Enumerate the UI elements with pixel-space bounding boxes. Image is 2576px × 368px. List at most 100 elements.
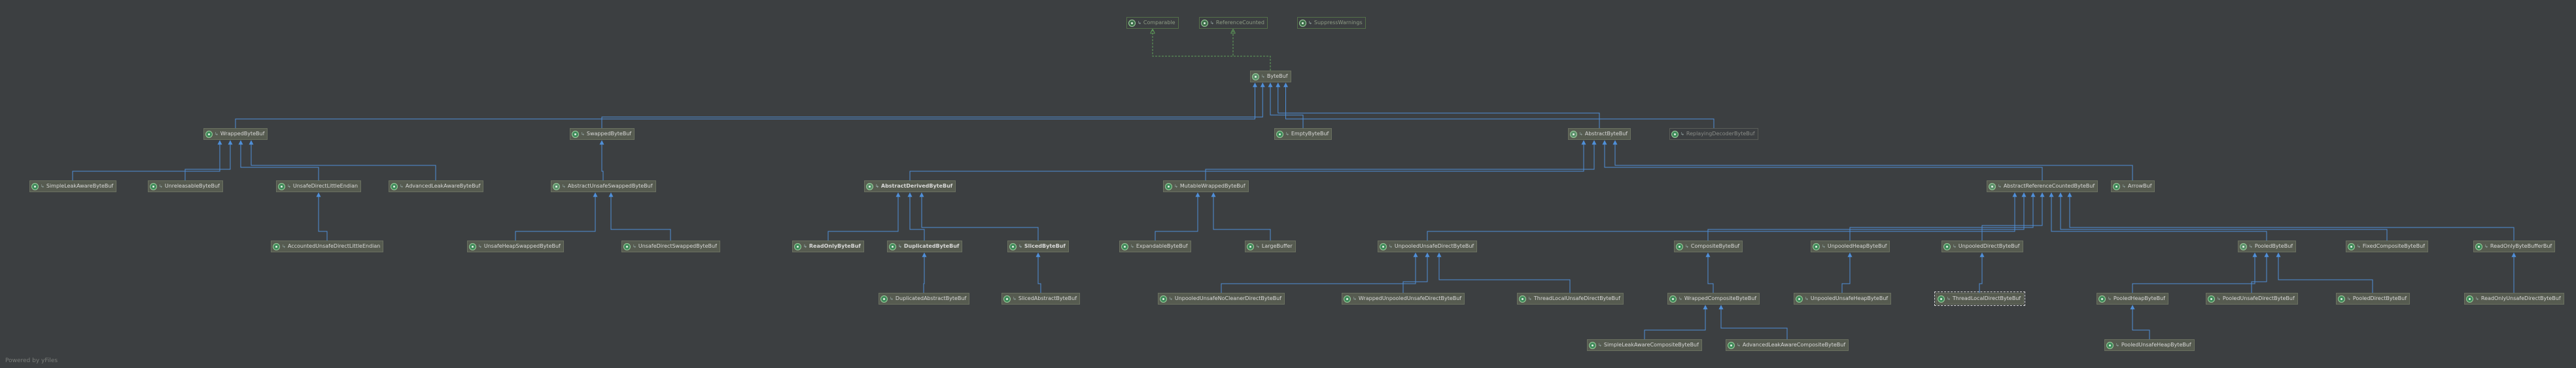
- class-icon: [1589, 341, 1596, 349]
- class-icon: [2475, 243, 2482, 250]
- link-icon: ↳: [2484, 244, 2488, 249]
- abstract-class-icon: [866, 182, 873, 190]
- node-label: Comparable: [1143, 20, 1175, 25]
- edge-pooledunsafedirect-to-pooled: [2251, 252, 2269, 293]
- node-pooledunsafeheap[interactable]: ↳PooledUnsafeHeapByteBuf: [2104, 339, 2195, 351]
- class-icon: [278, 182, 285, 190]
- class-icon: [1003, 295, 1011, 303]
- node-label: SimpleLeakAwareCompositeByteBuf: [1603, 342, 1699, 348]
- node-label: PooledUnsafeHeapByteBuf: [2121, 342, 2191, 348]
- link-icon: ↳: [2115, 343, 2119, 348]
- edge-swapped-to-bytebuf: [601, 82, 1265, 128]
- edge-sliced-to-abstractderived: [919, 192, 1039, 241]
- node-unsafedirectswapped[interactable]: ↳UnsafeDirectSwappedByteBuf: [621, 241, 720, 252]
- node-threadlocalunsafe[interactable]: ↳ThreadLocalUnsafeDirectByteBuf: [1517, 293, 1624, 305]
- link-icon: ↳: [2347, 296, 2351, 301]
- edge-unpooledunsafedirect-to-abstractrefcounted: [1427, 192, 2017, 241]
- node-label: WrappedCompositeByteBuf: [1684, 295, 1757, 301]
- node-unpoolednocleaner[interactable]: ↳UnpooledUnsafeNoCleanerDirectByteBuf: [1158, 293, 1285, 305]
- link-icon: ↳: [215, 131, 218, 137]
- node-pooledunsafedirect[interactable]: ↳PooledUnsafeDirectByteBuf: [2206, 293, 2298, 305]
- node-abstractrefcounted[interactable]: ↳AbstractReferenceCountedByteBuf: [1987, 180, 2098, 192]
- node-advancedleakcomposite[interactable]: ↳AdvancedLeakAwareCompositeByteBuf: [1726, 339, 1849, 351]
- class-icon: [880, 295, 888, 303]
- link-icon: ↳: [1685, 244, 1689, 249]
- node-dupabstract[interactable]: ↳DuplicatedAbstractByteBuf: [879, 293, 970, 305]
- node-pooleddirect[interactable]: ↳PooledDirectByteBuf: [2336, 293, 2411, 305]
- node-label: FixedCompositeByteBuf: [2362, 243, 2425, 249]
- node-unpooledheap[interactable]: ↳UnpooledHeapByteBuf: [1811, 241, 1890, 252]
- node-pooled[interactable]: ↳PooledByteBuf: [2238, 241, 2297, 252]
- node-largebuffer[interactable]: ↳LargeBuffer: [1245, 241, 1296, 252]
- node-unpooledunsafeheap[interactable]: ↳UnpooledUnsafeHeapByteBuf: [1794, 293, 1892, 305]
- node-composite[interactable]: ↳CompositeByteBuf: [1674, 241, 1743, 252]
- link-icon: ↳: [1261, 74, 1265, 79]
- node-sliced[interactable]: ↳SlicedByteBuf: [1007, 241, 1069, 252]
- node-bytebuf[interactable]: ↳ByteBuf: [1250, 71, 1291, 82]
- edge-readonly-to-abstractderived: [827, 192, 901, 241]
- node-refcounted[interactable]: ↳ReferenceCounted: [1199, 17, 1268, 29]
- link-icon: ↳: [1013, 296, 1017, 301]
- node-expandable[interactable]: ↳ExpandableByteBuf: [1119, 241, 1191, 252]
- node-pooledheap[interactable]: ↳PooledHeapByteBuf: [2097, 293, 2168, 305]
- node-label: EmptyByteBuf: [1291, 131, 1329, 137]
- node-label: UnpooledHeapByteBuf: [1827, 243, 1887, 249]
- abstract-class-icon: [2240, 243, 2247, 250]
- node-label: AbstractDerivedByteBuf: [880, 183, 953, 189]
- node-threadlocaldirect[interactable]: ↳ThreadLocalDirectByteBuf: [1934, 292, 2026, 306]
- node-suppress[interactable]: ↳SuppressWarnings: [1297, 17, 1366, 29]
- node-abstractderived[interactable]: ↳AbstractDerivedByteBuf: [864, 180, 956, 192]
- node-fixedcomposite[interactable]: ↳FixedCompositeByteBuf: [2346, 241, 2428, 252]
- node-readonlybytebuffer[interactable]: ↳ReadOnlyByteBufferBuf: [2473, 241, 2556, 252]
- class-icon: [2106, 341, 2114, 349]
- node-wrapped[interactable]: ↳WrappedByteBuf: [203, 128, 268, 140]
- node-wrappedunpooled[interactable]: ↳WrappedUnpooledUnsafeDirectByteBuf: [1342, 293, 1465, 305]
- node-unsafeheapswapped[interactable]: ↳UnsafeHeapSwappedByteBuf: [467, 241, 564, 252]
- node-abstractunsafeswapped[interactable]: ↳AbstractUnsafeSwappedByteBuf: [551, 180, 656, 192]
- node-unpooledunsafedirect[interactable]: ↳UnpooledUnsafeDirectByteBuf: [1378, 241, 1478, 252]
- node-mutablewrapped[interactable]: ↳MutableWrappedByteBuf: [1163, 180, 1249, 192]
- class-icon: [1813, 243, 1820, 250]
- node-duplicated[interactable]: ↳DuplicatedByteBuf: [887, 241, 963, 252]
- node-readonlyunsafedirect[interactable]: ↳ReadOnlyUnsafeDirectByteBuf: [2464, 293, 2564, 305]
- node-advancedleak[interactable]: ↳AdvancedLeakAwareByteBuf: [389, 180, 484, 192]
- node-wrappedcomposite[interactable]: ↳WrappedCompositeByteBuf: [1667, 293, 1760, 305]
- class-icon: [391, 182, 398, 190]
- node-abstract[interactable]: ↳AbstractByteBuf: [1568, 128, 1631, 140]
- edge-fixedcomposite-to-abstractrefcounted: [2058, 192, 2388, 241]
- class-icon: [1676, 243, 1683, 250]
- link-icon: ↳: [890, 296, 894, 301]
- edge-simpleleakcomposite-to-wrappedcomposite: [1644, 305, 1708, 339]
- link-icon: ↳: [2108, 296, 2112, 301]
- node-swapped[interactable]: ↳SwappedByteBuf: [570, 128, 635, 140]
- edge-replaying-to-bytebuf: [1283, 82, 1714, 128]
- node-slicedabstract[interactable]: ↳SlicedAbstractByteBuf: [1001, 293, 1081, 305]
- edge-slicedabstract-to-sliced: [1036, 252, 1041, 293]
- node-arrow[interactable]: ↳ArrowBuf: [2111, 180, 2155, 192]
- node-replaying[interactable]: ↳ReplayingDecoderByteBuf: [1669, 128, 1758, 140]
- node-label: PooledByteBuf: [2254, 243, 2293, 249]
- node-empty[interactable]: ↳EmptyByteBuf: [1274, 128, 1332, 140]
- node-accountedunsafe[interactable]: ↳AccountedUnsafeDirectLittleEndian: [271, 241, 384, 252]
- class-icon: [1728, 341, 1735, 349]
- node-readonly[interactable]: ↳ReadOnlyByteBuf: [792, 241, 864, 252]
- class-icon: [469, 243, 476, 250]
- class-icon: [1009, 243, 1017, 250]
- node-simpleleakcomposite[interactable]: ↳SimpleLeakAwareCompositeByteBuf: [1587, 339, 1702, 351]
- node-unreleasable[interactable]: ↳UnreleasableByteBuf: [148, 180, 223, 192]
- node-unsafedirectle[interactable]: ↳UnsafeDirectLittleEndian: [276, 180, 362, 192]
- class-icon: [1796, 295, 1803, 303]
- class-icon: [1938, 295, 1945, 303]
- node-label: AbstractByteBuf: [1584, 131, 1628, 137]
- edge-unsafedirectle-to-wrapped: [238, 140, 319, 180]
- node-comparable[interactable]: ↳Comparable: [1126, 17, 1179, 29]
- edge-abstractrefcounted-to-abstract: [1602, 140, 2043, 180]
- edge-duplicated-to-abstractderived: [907, 192, 925, 241]
- node-unpooleddirect[interactable]: ↳UnpooledDirectByteBuf: [1941, 241, 2023, 252]
- node-simpleleak[interactable]: ↳SimpleLeakAwareByteBuf: [29, 180, 117, 192]
- link-icon: ↳: [1210, 20, 1214, 25]
- class-icon: [1165, 182, 1172, 190]
- link-icon: ↳: [1679, 296, 1682, 301]
- edge-pooledunsafeheap-to-pooledheap: [2130, 305, 2150, 339]
